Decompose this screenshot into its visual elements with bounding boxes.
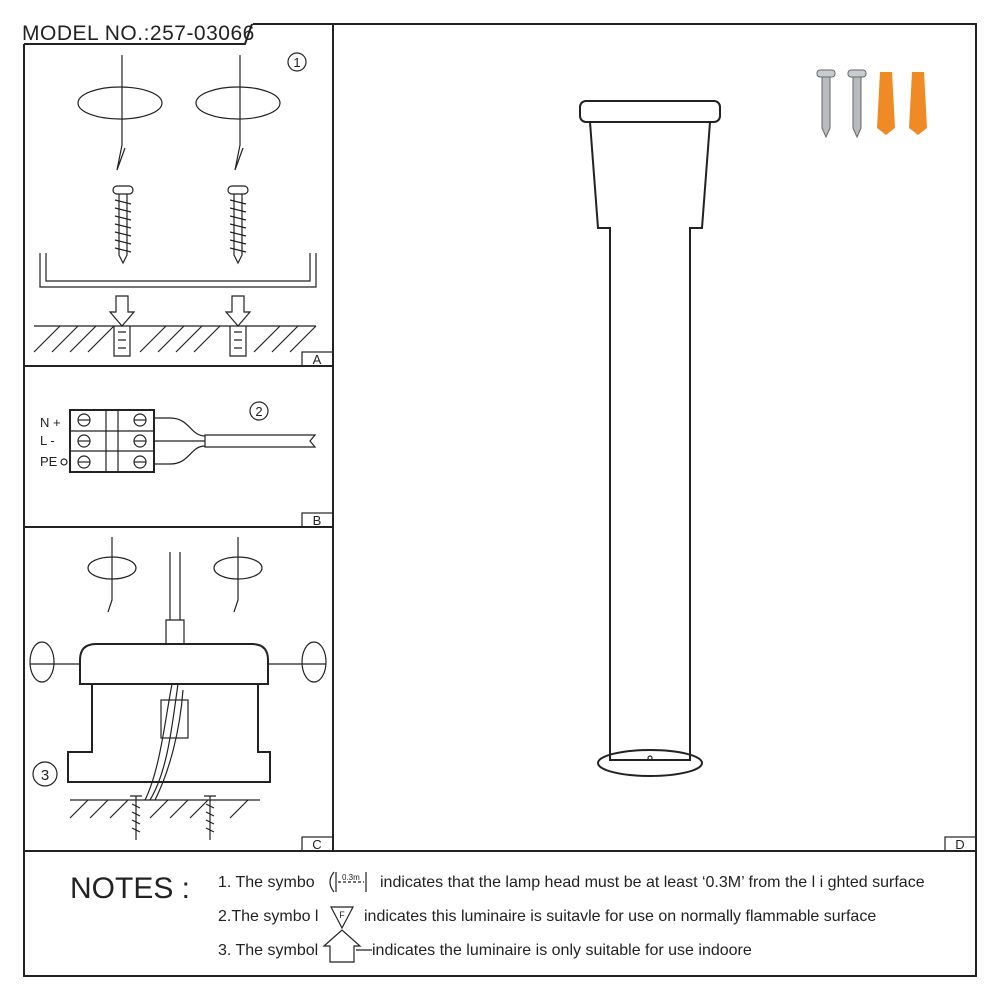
svg-text:D: D xyxy=(955,837,964,852)
wires xyxy=(154,417,206,465)
rotate-arrow-icon xyxy=(29,641,55,683)
cable xyxy=(204,434,317,448)
terminal-label: N + xyxy=(40,415,61,430)
terminal-label: L - xyxy=(40,433,55,448)
svg-text:C: C xyxy=(312,837,321,852)
note-1-text: indicates that the lamp head must be at … xyxy=(380,874,925,891)
svg-text:F: F xyxy=(339,910,345,920)
note-2-text: indicates this luminaire is suitavle for… xyxy=(364,908,876,925)
terminal-block xyxy=(69,409,155,473)
svg-text:2: 2 xyxy=(255,404,262,419)
panel-c-drawing: 3 xyxy=(29,537,327,840)
panel-b-drawing: 2 N + L - PE xyxy=(40,401,317,473)
terminal-block xyxy=(160,699,189,739)
panel-letter-a: A xyxy=(301,351,334,367)
screw-icon xyxy=(130,795,216,840)
model-number: MODEL NO.:257-03066 xyxy=(22,22,255,45)
lamp-body xyxy=(589,121,711,761)
notes-title: NOTES : xyxy=(70,872,190,905)
indoor-house-icon xyxy=(322,929,372,963)
note-3-prefix: 3. The symbol xyxy=(218,942,318,959)
note-3-text: indicates the luminaire is only suitable… xyxy=(372,942,752,959)
mounting-bracket xyxy=(39,253,317,288)
cable xyxy=(165,552,185,645)
step-number: 3 xyxy=(41,767,49,784)
note-1-prefix: 1. The symbo xyxy=(218,874,315,891)
wires xyxy=(144,683,184,801)
earth-icon xyxy=(60,458,68,466)
wall-plug xyxy=(113,326,247,357)
panel-letter-c: C xyxy=(301,836,334,852)
svg-text:0.3m: 0.3m xyxy=(342,873,360,882)
svg-text:B: B xyxy=(313,513,322,528)
screw-icon xyxy=(112,185,249,265)
wall-anchor-icon xyxy=(877,72,927,135)
mounting-base xyxy=(67,643,271,783)
lamp-base xyxy=(597,749,703,777)
rotate-arrow-icon xyxy=(301,641,327,683)
flammable-surface-icon: F xyxy=(330,906,354,930)
lamp-cap xyxy=(579,100,721,123)
panel-a-drawing: 1 xyxy=(33,52,317,357)
screws-and-anchors xyxy=(816,69,927,139)
rotate-arrow-icon xyxy=(77,55,281,171)
distance-symbol-icon: 0.3m xyxy=(329,871,367,893)
terminal-label: PE xyxy=(40,454,58,469)
step-number: 1 xyxy=(293,55,300,70)
svg-text:A: A xyxy=(313,352,322,367)
outer-frame xyxy=(23,23,977,977)
bollard-lamp xyxy=(579,100,721,777)
panel-letter-b: B xyxy=(301,512,334,528)
panel-letter-d: D xyxy=(944,836,977,852)
screw-icon xyxy=(816,69,867,139)
model-number-header: MODEL NO.:257-03066 xyxy=(18,18,255,45)
note-2-prefix: 2.The symbo l xyxy=(218,908,318,925)
down-arrow-icon xyxy=(108,295,252,327)
